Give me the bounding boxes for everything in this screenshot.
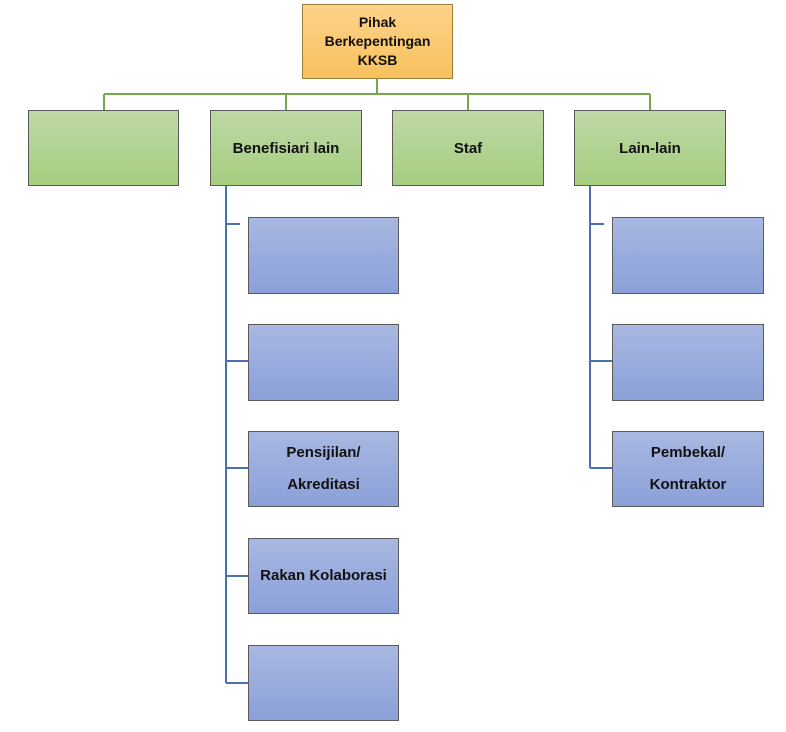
group-node-empty bbox=[28, 110, 179, 186]
root-label: Pihak Berkepentingan KKSB bbox=[324, 14, 431, 68]
child-label: Pembekal/ Kontraktor bbox=[649, 444, 727, 493]
group-label: Lain-lain bbox=[619, 139, 681, 157]
benefisiari-connectors bbox=[225, 186, 248, 684]
group-label: Staf bbox=[453, 139, 483, 157]
benefisiari-child-5 bbox=[248, 645, 399, 721]
group-node-lain-lain: Lain-lain bbox=[574, 110, 726, 186]
root-to-group-connectors bbox=[103, 79, 651, 110]
benefisiari-child-pensijilan: Pensijilan/ Akreditasi bbox=[248, 431, 399, 507]
lainlain-child-2 bbox=[612, 324, 764, 401]
lainlain-child-1 bbox=[612, 217, 764, 294]
benefisiari-child-1 bbox=[248, 217, 399, 294]
lainlain-connectors bbox=[589, 186, 612, 469]
benefisiari-child-rakan-kolaborasi: Rakan Kolaborasi bbox=[248, 538, 399, 614]
benefisiari-child-2 bbox=[248, 324, 399, 401]
child-label: Pensijilan/ Akreditasi bbox=[286, 444, 361, 493]
root-node: Pihak Berkepentingan KKSB bbox=[302, 4, 453, 79]
group-node-benefisiari-lain: Benefisiari lain bbox=[210, 110, 362, 186]
child-label: Rakan Kolaborasi bbox=[260, 567, 387, 584]
group-node-staf: Staf bbox=[392, 110, 544, 186]
lainlain-child-pembekal: Pembekal/ Kontraktor bbox=[612, 431, 764, 507]
group-label: Benefisiari lain bbox=[232, 139, 340, 157]
